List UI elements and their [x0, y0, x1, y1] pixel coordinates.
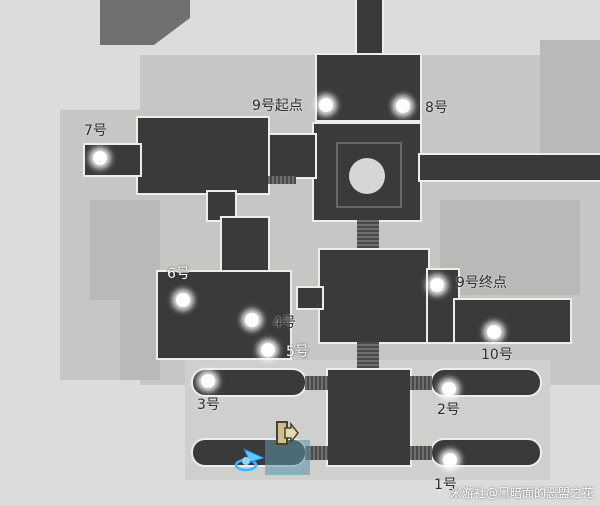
room — [138, 118, 268, 193]
corridor — [298, 288, 322, 308]
stairs — [357, 220, 379, 250]
watermark: 米游社@黑暗面的恶盟之花 — [449, 486, 594, 500]
stairs — [305, 446, 328, 460]
label-10: 10号 — [481, 347, 513, 363]
hall-frame — [336, 142, 402, 208]
marker-4[interactable] — [245, 313, 259, 327]
room-10 — [455, 300, 570, 342]
label-9-end: 9号终点 — [456, 275, 507, 291]
corridor — [420, 155, 600, 180]
corridor — [270, 135, 315, 177]
marker-9-end[interactable] — [430, 278, 444, 292]
label-5: 5号 — [286, 344, 309, 360]
stairs — [305, 376, 328, 390]
label-8: 8号 — [425, 100, 448, 116]
stairs — [410, 446, 432, 460]
marker-9-start[interactable] — [319, 98, 333, 112]
label-1: 1号 — [434, 477, 457, 493]
marker-7[interactable] — [93, 151, 107, 165]
label-6: 6号 — [167, 266, 190, 282]
exit-door-icon[interactable] — [273, 420, 299, 446]
map-area-block — [440, 200, 580, 295]
label-7: 7号 — [84, 123, 107, 139]
stairs — [410, 376, 432, 390]
label-2: 2号 — [437, 402, 460, 418]
marker-10[interactable] — [487, 325, 501, 339]
marker-1[interactable] — [443, 453, 457, 467]
marker-3[interactable] — [201, 374, 215, 388]
stairs — [268, 176, 296, 184]
room — [320, 250, 428, 342]
room — [357, 0, 382, 55]
map-area-block — [90, 200, 160, 300]
room — [222, 218, 268, 270]
marker-2[interactable] — [442, 382, 456, 396]
player-highlight — [265, 440, 310, 475]
marker-5[interactable] — [261, 343, 275, 357]
marker-6[interactable] — [176, 293, 190, 307]
room-bottom-hall — [328, 370, 410, 465]
stairs — [357, 342, 379, 370]
map-block-top-left — [100, 0, 190, 45]
label-4: 4号 — [273, 315, 296, 331]
label-3: 3号 — [197, 397, 220, 413]
map-area-block — [120, 300, 160, 380]
hall-circle-platform — [349, 158, 385, 194]
marker-8[interactable] — [396, 99, 410, 113]
map-area-block — [540, 40, 600, 155]
player-arrow-icon — [234, 445, 266, 475]
room — [208, 192, 235, 220]
label-9-start: 9号起点 — [252, 98, 303, 114]
